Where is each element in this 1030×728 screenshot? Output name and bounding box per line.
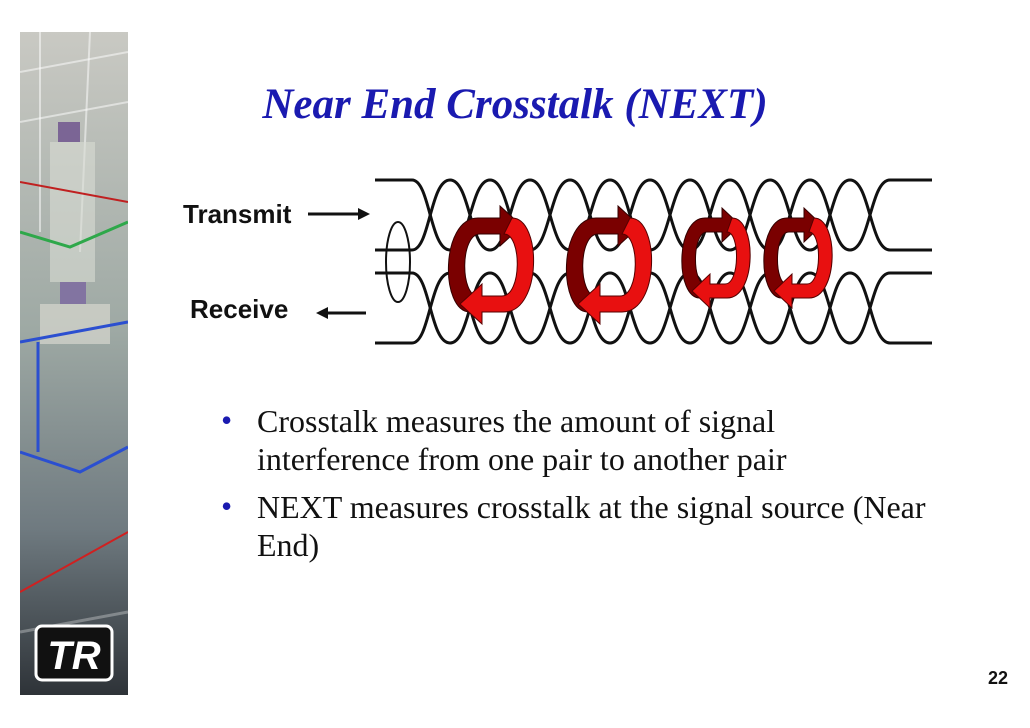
crosstalk-arrow-icon (763, 206, 833, 310)
crosstalk-arrow-icon (565, 204, 653, 326)
bullet-item: • NEXT measures crosstalk at the signal … (215, 488, 935, 564)
crosstalk-arrow-icon (681, 206, 751, 310)
slide-title: Near End Crosstalk (NEXT) (262, 81, 768, 128)
bullet-text: Crosstalk measures the amount of signal … (257, 403, 787, 477)
company-logo: TR (34, 624, 114, 682)
crosstalk-arrow-icon (447, 204, 535, 326)
transmit-label: Transmit (183, 199, 292, 229)
bullet-item: • Crosstalk measures the amount of signa… (215, 402, 935, 478)
bullet-text: NEXT measures crosstalk at the signal so… (257, 489, 926, 563)
crosstalk-diagram (308, 178, 932, 345)
sidebar-decorative-image (20, 32, 128, 695)
transmit-arrow-icon (308, 208, 370, 220)
page-number: 22 (987, 668, 1008, 688)
near-end-marker (385, 221, 411, 303)
bullet-dot: • (221, 488, 233, 524)
receive-label: Receive (190, 294, 289, 324)
svg-text:TR: TR (47, 634, 100, 678)
bullet-list: • Crosstalk measures the amount of signa… (215, 402, 935, 574)
receive-arrow-icon (316, 307, 366, 319)
bullet-dot: • (221, 402, 233, 438)
